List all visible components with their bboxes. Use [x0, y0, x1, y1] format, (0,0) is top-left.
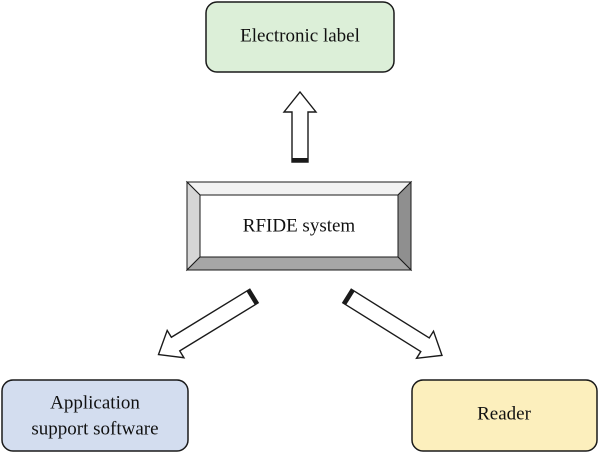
node-reader-text: Reader: [477, 403, 531, 424]
bevel-left: [186, 180, 201, 272]
arrow-to-application-body: [157, 288, 260, 359]
node-application-box: [1, 379, 189, 452]
node-electronic-label-text: Electronic label: [240, 25, 360, 46]
bevel-top: [185, 181, 413, 196]
node-rfide-system-face: [199, 194, 399, 258]
node-rfide-system: RFIDE system: [185, 180, 413, 272]
arrow-to-electronic-label-body: [282, 90, 318, 163]
arrow-to-application-tail: [246, 289, 259, 305]
arrow-to-reader-tail: [342, 289, 355, 305]
arrow-to-application: [157, 288, 260, 359]
node-reader: Reader: [411, 379, 598, 452]
arrow-to-electronic-label-tail: [292, 158, 308, 162]
arrow-to-electronic-label: [282, 90, 318, 163]
node-rfide-system-text: RFIDE system: [243, 215, 356, 236]
node-application-text-line2: support software: [31, 418, 158, 439]
node-application-text-line1: Application: [50, 392, 140, 413]
node-electronic-label-box: [205, 1, 395, 73]
node-reader-box: [411, 379, 598, 452]
bevel-bottom: [185, 256, 413, 271]
arrow-to-reader-body: [341, 288, 443, 360]
bevel-right: [397, 180, 412, 272]
arrow-to-reader: [341, 288, 443, 360]
node-application-support-software: Application support software: [1, 379, 189, 452]
node-electronic-label: Electronic label: [205, 1, 395, 73]
